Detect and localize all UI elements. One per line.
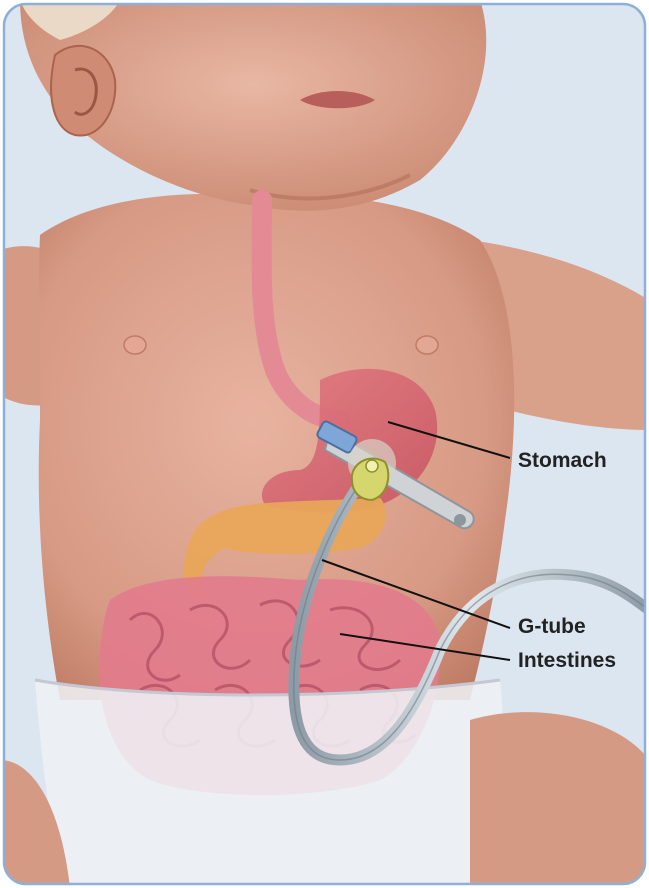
right-leg [470,712,649,888]
g-tube-bolster-hole [454,514,466,526]
g-tube-label: G-tube [518,616,586,637]
g-tube-connector-cap [366,460,378,472]
left-nipple [124,336,146,354]
diaper [35,680,503,888]
intestines-label: Intestines [518,650,616,671]
right-nipple [416,336,438,354]
stomach-label: Stomach [518,450,607,471]
